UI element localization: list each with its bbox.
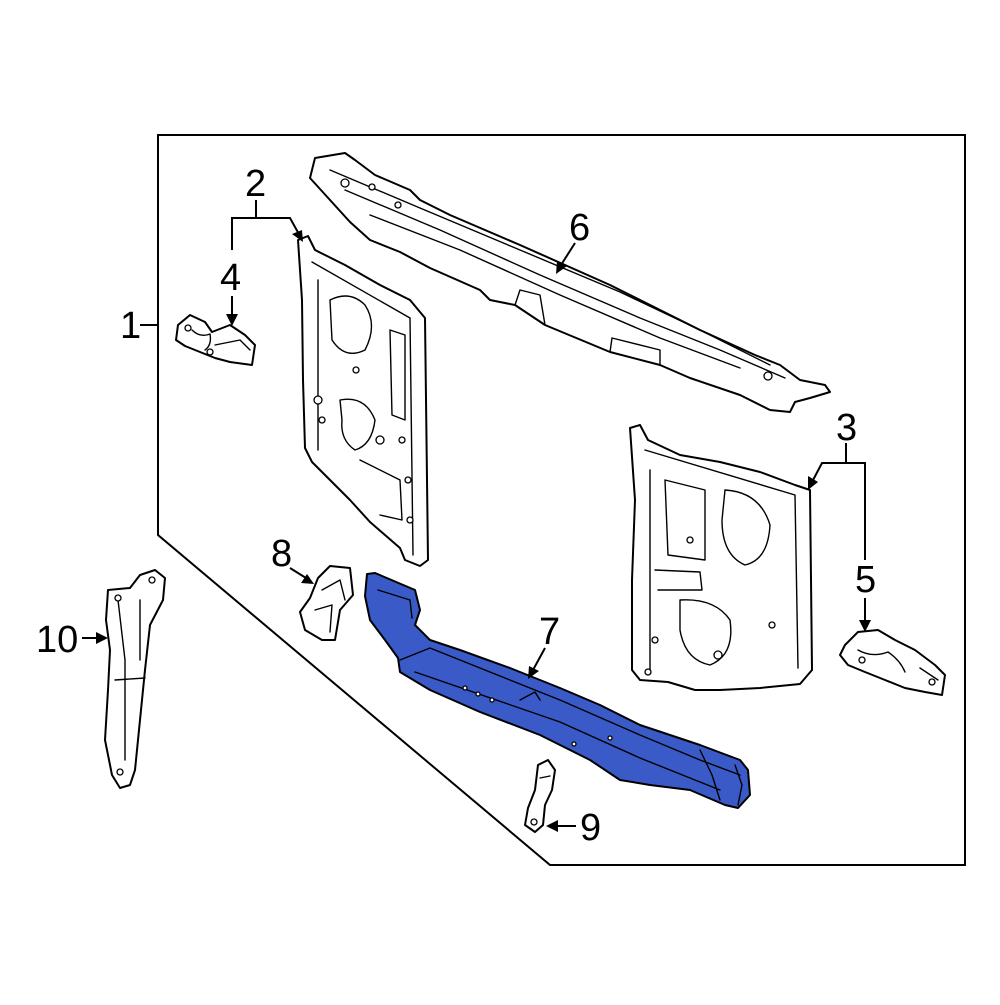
part-2-left-side-panel[interactable] (297, 235, 429, 567)
callout-2: 2 (245, 163, 266, 205)
leader-9 (546, 820, 576, 832)
callout-10: 10 (36, 619, 78, 661)
callout-8: 8 (271, 533, 292, 575)
part-4-left-bracket[interactable] (175, 314, 256, 366)
callout-6: 6 (569, 207, 590, 249)
part-9-bracket[interactable] (524, 759, 556, 833)
callout-5: 5 (855, 559, 876, 601)
callout-3: 3 (836, 407, 857, 449)
leader-3-5 (808, 443, 871, 632)
part-5-right-bracket[interactable] (839, 629, 946, 696)
part-3-right-side-panel[interactable] (629, 424, 813, 691)
part-10-support-bracket[interactable] (104, 569, 166, 789)
callout-7: 7 (539, 611, 560, 653)
part-7-lower-tie-bar[interactable] (364, 572, 751, 809)
callout-4: 4 (220, 257, 241, 299)
callout-1: 1 (120, 305, 141, 347)
leader-8 (289, 567, 314, 584)
part-6-upper-tie-bar[interactable] (309, 152, 831, 413)
leader-2-4 (226, 200, 303, 326)
callout-9: 9 (580, 807, 601, 849)
assembly-frame (157, 134, 966, 866)
leader-7 (528, 647, 546, 679)
part-8-bracket[interactable] (299, 565, 354, 641)
leader-10 (82, 632, 108, 644)
leader-6 (556, 242, 576, 274)
